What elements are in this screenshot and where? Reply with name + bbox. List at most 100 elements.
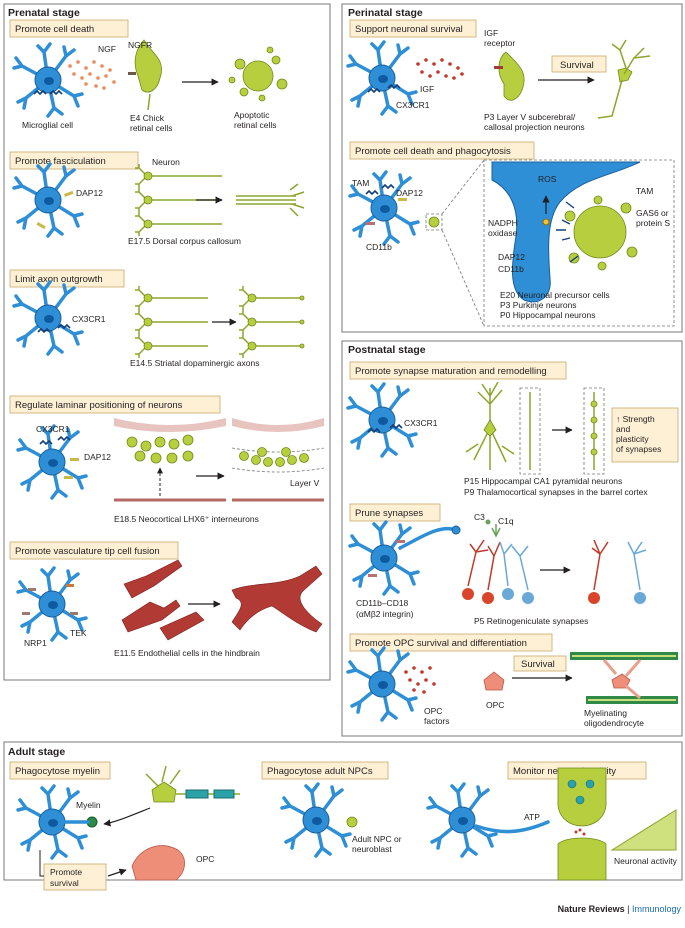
opc-factors-label-2: factors (424, 716, 450, 726)
phago-caption-1: E20 Neuronal precursor cells (500, 290, 610, 300)
cd11b-cd18-label-2: (αMβ2 integrin) (356, 609, 414, 619)
prune-box (349, 503, 441, 522)
survival-caption-1: P3 Layer V subcerebral/ (484, 112, 576, 122)
arrow (107, 868, 127, 877)
fused-vessel (231, 565, 323, 633)
phagocytose-npc-box (261, 761, 389, 780)
journal-credit: Nature Reviews | Immunology (558, 904, 682, 914)
igf-receptor-label-2: receptor (484, 38, 515, 48)
igf-receptor-label-1: IGF (484, 28, 498, 38)
adult-title: Adult stage (8, 746, 65, 758)
phago-caption-3: P0 Hippocampal neurons (500, 310, 595, 320)
tek-label: TEK (70, 628, 87, 638)
apoptotic-neuron-zoom (564, 195, 638, 271)
cd11b-cd18-label-1: CD11b–CD18 (356, 598, 409, 608)
activity-wedge (610, 809, 677, 851)
migrating-interneurons (126, 434, 194, 464)
engulfed-cell-icon (428, 216, 440, 228)
strength-label-3: plasticity (616, 434, 649, 444)
tam-zoom-label: TAM (636, 186, 653, 196)
myelin-label: Myelin (76, 800, 101, 810)
activity-label: Neuronal activity (614, 856, 678, 866)
fasciculation-caption: E17.5 Dorsal corpus callosum (128, 236, 241, 246)
positioned-interneurons (239, 447, 309, 467)
neuronal-survival-box (349, 19, 477, 38)
npc-label-2: neuroblast (352, 844, 392, 854)
vascular-caption: E11.5 Endothelial cells in the hindbrain (114, 648, 260, 658)
perinatal-title: Perinatal stage (348, 7, 423, 19)
ngf-dots (68, 60, 116, 90)
myelinated-neuron-icon (151, 781, 177, 803)
long-axons (134, 285, 208, 359)
vessel-segment (121, 599, 181, 633)
tam-label: TAM (352, 178, 369, 188)
phagocytose-myelin-box (9, 761, 111, 780)
dap12-zoom-label: DAP12 (498, 252, 525, 262)
synaptic-vesicles (567, 779, 595, 805)
layer-v-label: Layer V (290, 478, 320, 488)
dap12-label: DAP12 (396, 188, 423, 198)
journal-name: Nature Reviews (558, 904, 625, 914)
dap12-label: DAP12 (84, 452, 111, 462)
neuronal-survival-label: Support neuronal survival (355, 24, 463, 35)
journal-section: Immunology (632, 904, 682, 914)
cx3cr1-label: CX3CR1 (36, 424, 70, 434)
strength-box (611, 407, 679, 463)
igf-label: IGF (420, 84, 434, 94)
gas6-label-2: protein S (636, 218, 670, 228)
axon-caption: E14.5 Striatal dopaminergic axons (130, 358, 259, 368)
retinal-neurons-before (462, 539, 534, 604)
cx3cr1-label: CX3CR1 (72, 314, 106, 324)
zoom-box (583, 387, 605, 475)
nadph-label-2: oxidase (488, 228, 518, 238)
microglia-process-zoom (491, 161, 641, 303)
laminar-box (9, 395, 221, 414)
phagocytosis-box (349, 141, 535, 160)
opc-cell-label: OPC (486, 700, 504, 710)
opc-factors-label-1: OPC (424, 706, 442, 716)
cx3cr1-label: CX3CR1 (396, 100, 430, 110)
laminar-caption: E18.5 Neocortical LHX6⁺ interneurons (114, 514, 259, 524)
opc-label: Promote OPC survival and differentiation (355, 638, 527, 649)
nrp1-label: NRP1 (24, 638, 47, 648)
neuron-label: Neuron (152, 157, 180, 167)
opc-adult-icon (131, 845, 185, 881)
cell-death-label: Promote cell death (15, 24, 94, 35)
ngf-label: NGF (98, 44, 116, 54)
opc-box (349, 633, 553, 652)
zoom-panel (483, 159, 675, 327)
promote-survival-label-1: Promote (50, 867, 82, 877)
cd11b-zoom-label: CD11b (498, 264, 524, 274)
phagocytosis-label: Promote cell death and phagocytosis (355, 146, 511, 157)
survival-arrow-box (551, 55, 607, 73)
receptor-markers (22, 584, 78, 615)
apoptotic-label-1: Apoptotic (234, 110, 270, 120)
vascular-box (9, 541, 179, 560)
c1q-label: C1q (498, 516, 514, 526)
apoptotic-label-2: retinal cells (234, 120, 277, 130)
igf-dots (416, 58, 464, 80)
myelinating-label-1: Myelinating (584, 708, 627, 718)
cell-death-box (9, 19, 129, 38)
zoom-box (425, 213, 443, 231)
arrow (103, 807, 151, 827)
opc-icon (483, 671, 505, 691)
promote-survival-box (43, 863, 107, 891)
axon-outgrowth-label: Limit axon outgrowth (15, 274, 103, 285)
maturation-caption-1: P15 Hippocampal CA1 pyramidal neurons (464, 476, 622, 486)
survival-arrow-label: Survival (560, 60, 594, 71)
pial-surface (114, 418, 226, 432)
strength-label-4: of synapses (616, 444, 661, 454)
journal-separator: | (625, 904, 632, 914)
cx3cr1-label: CX3CR1 (404, 418, 438, 428)
vascular-label: Promote vasculature tip cell fusion (15, 546, 160, 557)
phagocytose-myelin-label: Phagocytose myelin (15, 766, 100, 777)
vessel-segment (123, 559, 183, 599)
ros-label: ROS (538, 174, 557, 184)
opc-factor-dots (404, 666, 436, 694)
fasciculation-label: Promote fasciculation (15, 156, 106, 167)
atp-label: ATP (524, 812, 540, 822)
synapse-maturation-label: Promote synapse maturation and remodelli… (355, 366, 547, 377)
opc-survival-box (513, 655, 567, 672)
